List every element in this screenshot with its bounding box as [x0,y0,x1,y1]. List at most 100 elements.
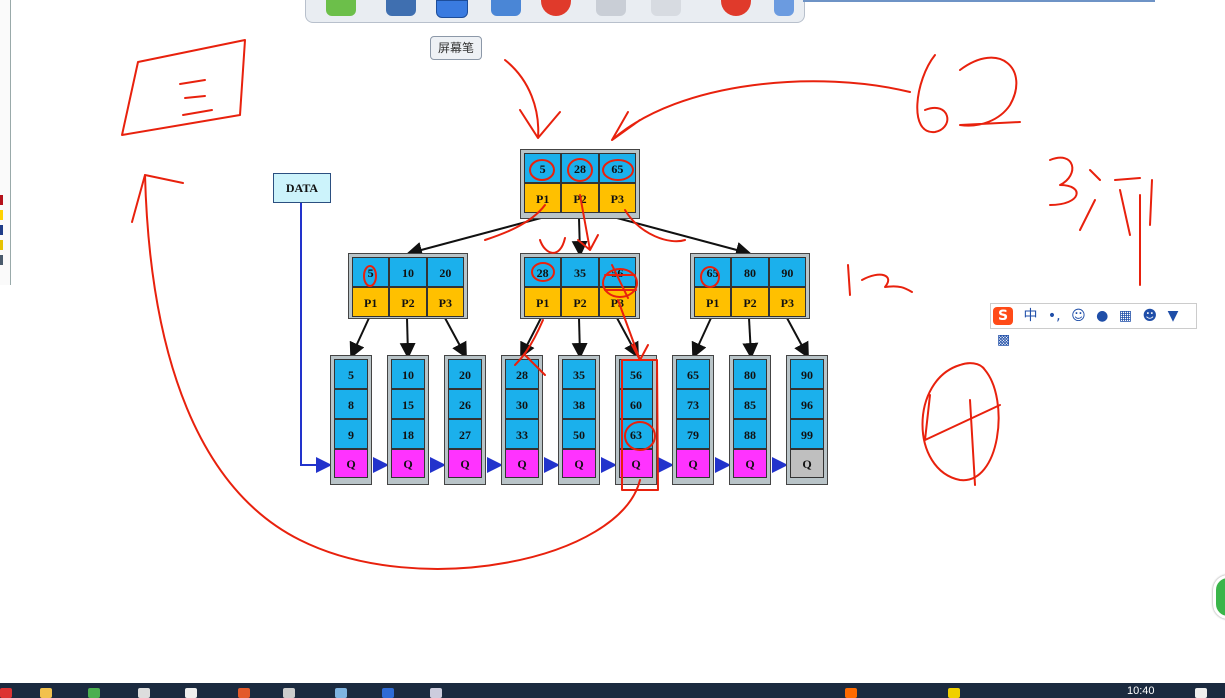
stop-icon[interactable] [721,0,751,16]
mid-key: 5 [352,257,390,287]
leaf-node: 28 30 33 Q [501,355,543,485]
back-arrow-icon[interactable] [326,0,356,16]
leaf-key: 50 [562,419,596,449]
leaf-key: 90 [790,359,824,389]
app-icon[interactable] [430,688,442,698]
color-swatch[interactable] [0,195,3,205]
leaf-q: Q [790,449,824,478]
leaf-key: 18 [391,419,425,449]
ime-toolbar: S 中 •, ☺ ● ▦ ☻ ▼ ▩ [990,303,1197,348]
leaf-q: Q [448,449,482,478]
mid-node-1: 5 10 20 P1 P2 P3 [348,253,468,319]
leaf-key: 73 [676,389,710,419]
screen-pen-toolbar [305,0,805,23]
grid-icon[interactable]: ▩ [997,332,1011,348]
user-icon[interactable]: ☻ [1142,308,1158,324]
leaf-key: 63 [619,419,653,449]
mid-key: 65 [694,257,732,287]
app-icon[interactable] [0,688,12,698]
leaf-key: 56 [619,359,653,389]
app-icon[interactable] [382,688,394,698]
leaf-key: 9 [334,419,368,449]
leaf-key: 38 [562,389,596,419]
ime-punct[interactable]: •, [1047,308,1061,324]
leaf-key: 15 [391,389,425,419]
pin-icon[interactable] [774,0,794,16]
mid-pointer: P2 [389,287,427,317]
mid-key: 35 [561,257,599,287]
keyboard-icon[interactable]: ▦ [1118,308,1133,324]
app-icon[interactable] [238,688,250,698]
taskbar-clock[interactable]: 10:40 [1127,685,1155,697]
ime-logo[interactable]: S [993,307,1013,325]
leaf-node: 90 96 99 Q [786,355,828,485]
leaf-q: Q [391,449,425,478]
leaf-key: 99 [790,419,824,449]
mid-pointer: P1 [352,287,390,317]
leaf-node: 5 8 9 Q [330,355,372,485]
leaf-key: 5 [334,359,368,389]
ime-mode[interactable]: 中 [1023,308,1038,324]
leaf-q: Q [505,449,539,478]
app-icon[interactable] [335,688,347,698]
screen-icon[interactable] [596,0,626,16]
screen-off-icon[interactable] [651,0,681,16]
leaf-node: 20 26 27 Q [444,355,486,485]
tray-icon[interactable] [845,688,857,698]
leaf-key: 60 [619,389,653,419]
leaf-key: 88 [733,419,767,449]
color-swatch[interactable] [0,225,3,235]
mid-pointer: P2 [731,287,769,317]
mid-pointer: P1 [694,287,732,317]
leaf-key: 28 [505,359,539,389]
leaf-key: 20 [448,359,482,389]
mid-pointer: P3 [598,287,636,317]
emoji-icon[interactable]: ☺ [1071,308,1086,324]
root-node: 5 28 65 P1 P2 P3 [520,149,640,219]
leaf-key: 79 [676,419,710,449]
color-swatch[interactable] [0,255,3,265]
folder-icon[interactable] [40,688,52,698]
mid-node-3: 65 80 90 P1 P2 P3 [690,253,810,319]
app-icon[interactable] [88,688,100,698]
mid-pointer: P3 [768,287,806,317]
leaf-key: 8 [334,389,368,419]
record-icon[interactable] [541,0,571,16]
leaf-node: 35 38 50 Q [558,355,600,485]
mid-pointer: P2 [561,287,599,317]
leaf-node: 10 15 18 Q [387,355,429,485]
mid-pointer: P1 [524,287,562,317]
camera-icon[interactable] [386,0,416,16]
color-swatch[interactable] [0,240,3,250]
root-key: 5 [524,153,562,183]
left-side-panel [0,0,11,285]
app-icon[interactable] [185,688,197,698]
leaf-node: 65 73 79 Q [672,355,714,485]
floating-assistant-button[interactable] [1213,575,1225,619]
notification-icon[interactable] [1195,688,1207,698]
window-edge [803,0,1155,2]
app-icon[interactable] [138,688,150,698]
leaf-node: 80 85 88 Q [729,355,771,485]
leaf-key: 27 [448,419,482,449]
monitor-icon[interactable] [491,0,521,16]
leaf-q: Q [733,449,767,478]
mic-icon[interactable]: ● [1096,308,1109,324]
tray-icon[interactable] [948,688,960,698]
app-icon[interactable] [283,688,295,698]
leaf-key: 10 [391,359,425,389]
mid-key: 20 [426,257,464,287]
mid-pointer: P3 [426,287,464,317]
color-swatch[interactable] [0,210,3,220]
mid-key: 90 [768,257,806,287]
mid-key: 56 [598,257,636,287]
leaf-key: 96 [790,389,824,419]
leaf-q: Q [334,449,368,478]
shirt-icon[interactable]: ▼ [1167,308,1179,324]
leaf-key: 80 [733,359,767,389]
pen-icon[interactable] [436,0,468,18]
taskbar [0,683,1225,698]
leaf-key: 65 [676,359,710,389]
leaf-key: 85 [733,389,767,419]
mid-node-2: 28 35 56 P1 P2 P3 [520,253,640,319]
